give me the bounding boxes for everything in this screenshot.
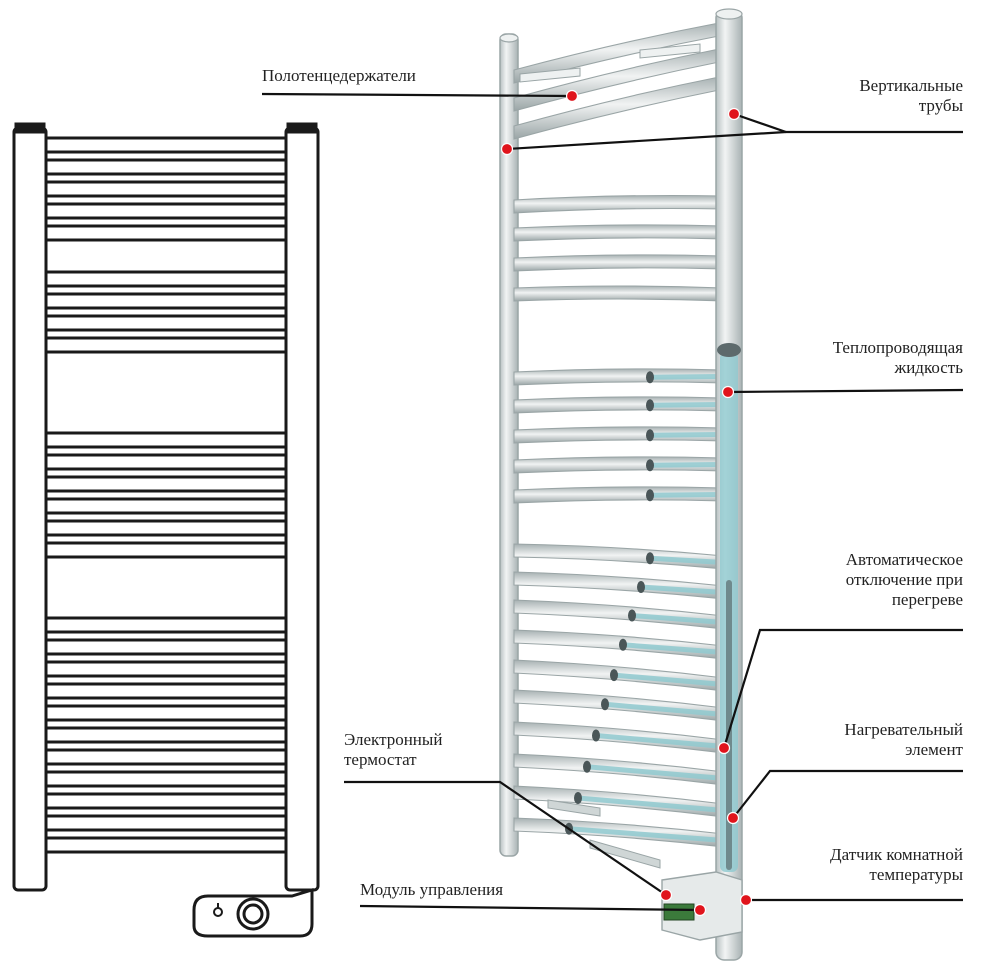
label-control-module: Модуль управления <box>360 880 503 900</box>
outline-bar <box>44 772 288 786</box>
outline-knob-inner <box>244 905 262 923</box>
label-heat-fluid: Теплопроводящая жидкость <box>740 338 963 378</box>
towel-bar <box>514 76 724 139</box>
fluid-cut-end <box>583 761 591 773</box>
left-tube-cap <box>500 34 518 42</box>
marker-dot <box>567 91 578 102</box>
fluid-cut-end <box>592 730 600 742</box>
outline-bar <box>44 640 288 654</box>
outline-indicator <box>214 908 222 916</box>
outline-right-cap <box>288 124 316 132</box>
outline-bar <box>44 728 288 742</box>
towel-bar <box>514 630 724 659</box>
outline-bar <box>44 750 288 764</box>
towel-bar <box>514 572 724 599</box>
fluid-cut-end <box>646 399 654 411</box>
outline-bar <box>44 338 288 352</box>
radiator-3d <box>500 9 742 960</box>
label-heating-element: Нагревательный элемент <box>760 720 963 760</box>
outline-bar <box>44 160 288 174</box>
fluid-cut-end <box>628 609 636 621</box>
fluid-cut-end <box>601 698 609 710</box>
outline-bar <box>44 316 288 330</box>
outline-bar <box>44 838 288 852</box>
label-towel-holders: Полотенцедержатели <box>262 66 416 86</box>
outline-bar <box>44 499 288 513</box>
leader-line <box>360 906 700 910</box>
outline-left-cap <box>16 124 44 132</box>
outline-bar <box>44 684 288 698</box>
fluid-cut-end <box>646 489 654 501</box>
outline-bar <box>44 204 288 218</box>
outline-bar <box>44 294 288 308</box>
outline-bar <box>44 182 288 196</box>
towel-bar <box>514 225 724 241</box>
outline-bar <box>44 543 288 557</box>
leader-line <box>728 390 963 392</box>
towel-holder-lower <box>590 840 660 868</box>
right-tube-cap <box>716 9 742 19</box>
outline-bar <box>44 521 288 535</box>
fluid-cut-end <box>646 552 654 564</box>
fluid-cut-end <box>637 581 645 593</box>
outline-bar <box>44 477 288 491</box>
fluid-channel <box>650 374 724 380</box>
outline-bar <box>44 138 288 152</box>
outline-bar <box>44 662 288 676</box>
label-thermostat: Электронный термостат <box>344 730 442 770</box>
leader-lines <box>262 94 963 910</box>
fluid-cut-end <box>646 371 654 383</box>
outline-radiator <box>14 124 318 936</box>
outline-bar <box>44 618 288 632</box>
fluid-cut-end <box>619 639 627 651</box>
towel-bar <box>514 286 724 301</box>
outline-left-tube <box>14 128 46 890</box>
outline-bar <box>44 226 288 240</box>
marker-dot <box>502 144 513 155</box>
towel-bar <box>514 544 724 569</box>
label-vertical-pipes: Вертикальные трубы <box>780 76 963 116</box>
fluid-channel <box>650 402 724 408</box>
outline-bar <box>44 706 288 720</box>
fluid-channel <box>650 432 724 438</box>
marker-dot <box>661 890 672 901</box>
fluid-cut-end <box>574 792 582 804</box>
label-auto-shutoff: Автоматическое отключение при перегреве <box>760 550 963 610</box>
control-module-led <box>664 904 694 920</box>
towel-bar <box>514 196 724 214</box>
leader-line <box>507 132 786 149</box>
tube-cutaway-top <box>717 343 741 357</box>
marker-dot <box>728 813 739 824</box>
fluid-cut-end <box>646 459 654 471</box>
outline-bar <box>44 816 288 830</box>
fluid-channel <box>650 492 724 498</box>
outline-bar <box>44 433 288 447</box>
marker-dot <box>719 743 730 754</box>
marker-dot <box>695 905 706 916</box>
outline-right-tube <box>286 128 318 890</box>
fluid-cut-end <box>646 429 654 441</box>
marker-dot <box>729 109 740 120</box>
outline-bar <box>44 272 288 286</box>
label-room-sensor: Датчик комнатной температуры <box>740 845 963 885</box>
towel-bar <box>514 600 724 629</box>
leader-line <box>733 771 963 818</box>
fluid-channel <box>650 462 724 468</box>
outline-bar <box>44 455 288 469</box>
fluid-cut-end <box>610 669 618 681</box>
towel-bar <box>514 255 724 271</box>
marker-dot <box>723 387 734 398</box>
marker-dot <box>741 895 752 906</box>
leader-line <box>734 114 963 132</box>
outline-bar <box>44 794 288 808</box>
